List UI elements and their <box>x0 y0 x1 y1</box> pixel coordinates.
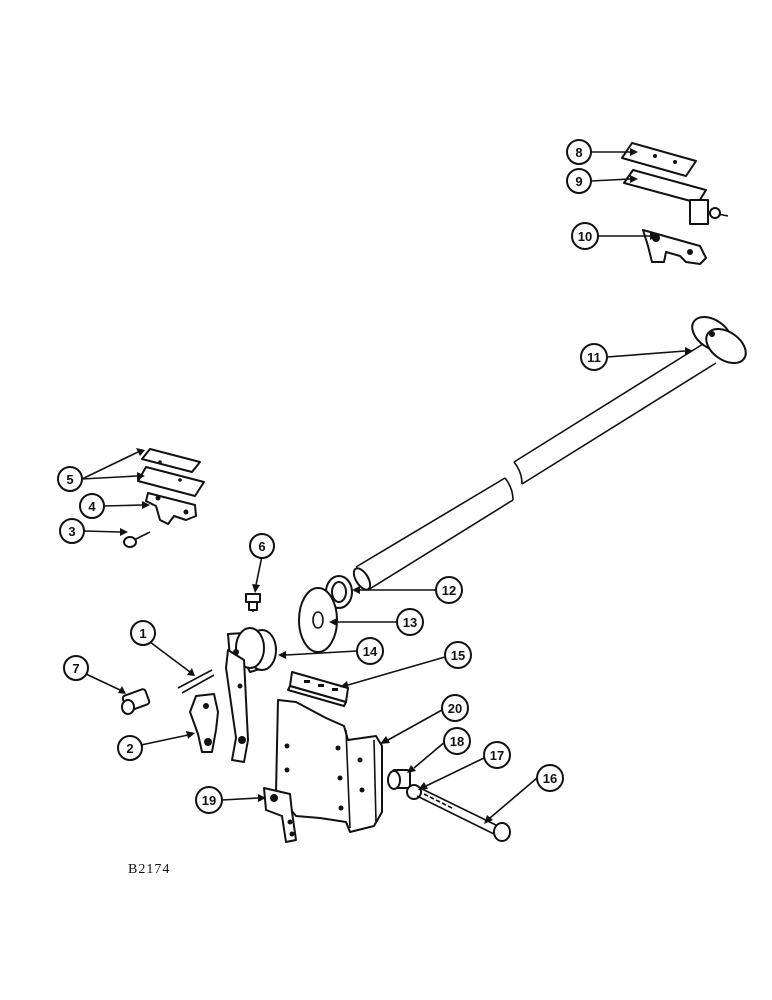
part-11-shaft <box>352 315 747 591</box>
svg-text:15: 15 <box>451 648 465 663</box>
drawing-code: B2174 <box>128 862 170 877</box>
svg-text:3: 3 <box>68 524 75 539</box>
svg-text:14: 14 <box>363 644 378 659</box>
callout-6: 6 <box>249 533 275 559</box>
callout-3: 3 <box>59 518 85 544</box>
callout-1: 1 <box>130 620 156 646</box>
svg-text:18: 18 <box>450 734 464 749</box>
part-18-bushing <box>387 769 411 790</box>
callout-18: 18 <box>443 727 471 755</box>
svg-text:5: 5 <box>66 472 73 487</box>
part-13-disc <box>298 587 338 653</box>
part-11-shaft-end-clevis <box>691 315 747 365</box>
callout-7: 7 <box>63 655 89 681</box>
part-7-sleeve <box>121 688 151 715</box>
callout-17: 17 <box>483 741 511 769</box>
svg-text:11: 11 <box>587 350 601 365</box>
part-6-bolt <box>245 593 261 612</box>
svg-text:6: 6 <box>258 539 265 554</box>
callout-5: 5 <box>57 466 83 492</box>
svg-text:19: 19 <box>202 793 216 808</box>
callout-2: 2 <box>117 735 143 761</box>
svg-text:7: 7 <box>72 661 79 676</box>
svg-text:12: 12 <box>442 583 456 598</box>
callout-12: 12 <box>435 576 463 604</box>
svg-text:16: 16 <box>543 771 557 786</box>
part-10-bracket <box>642 229 707 265</box>
svg-text:4: 4 <box>88 499 96 514</box>
callout-14: 14 <box>356 637 384 665</box>
callout-9: 9 <box>566 168 592 194</box>
callout-13: 13 <box>396 608 424 636</box>
part-9-plate <box>623 169 729 225</box>
svg-text:1: 1 <box>139 626 146 641</box>
callout-11: 11 <box>580 343 608 371</box>
part-16-bolt <box>416 787 511 842</box>
callout-20: 20 <box>441 694 469 722</box>
part-14-lever <box>225 627 277 763</box>
part-20-plate <box>275 699 383 833</box>
svg-text:20: 20 <box>448 701 462 716</box>
svg-text:17: 17 <box>490 748 504 763</box>
callout-4: 4 <box>79 493 105 519</box>
svg-text:13: 13 <box>403 615 417 630</box>
callout-8: 8 <box>566 139 592 165</box>
part-4-bracket <box>145 492 197 525</box>
part-15-angle <box>287 671 349 707</box>
part-5-plates <box>137 448 205 497</box>
part-1-pin <box>177 669 215 694</box>
part-2-bracket <box>189 693 219 753</box>
callout-16: 16 <box>536 764 564 792</box>
svg-text:2: 2 <box>126 741 133 756</box>
part-8-plate <box>621 142 697 177</box>
callout-15: 15 <box>444 641 472 669</box>
svg-text:8: 8 <box>575 145 582 160</box>
part-19-bracket <box>263 787 297 843</box>
part-3-bolt <box>123 531 151 548</box>
callout-19: 19 <box>195 786 223 814</box>
leader-lines <box>81 148 693 824</box>
svg-text:9: 9 <box>575 174 582 189</box>
callout-10: 10 <box>571 222 599 250</box>
svg-text:10: 10 <box>578 229 592 244</box>
